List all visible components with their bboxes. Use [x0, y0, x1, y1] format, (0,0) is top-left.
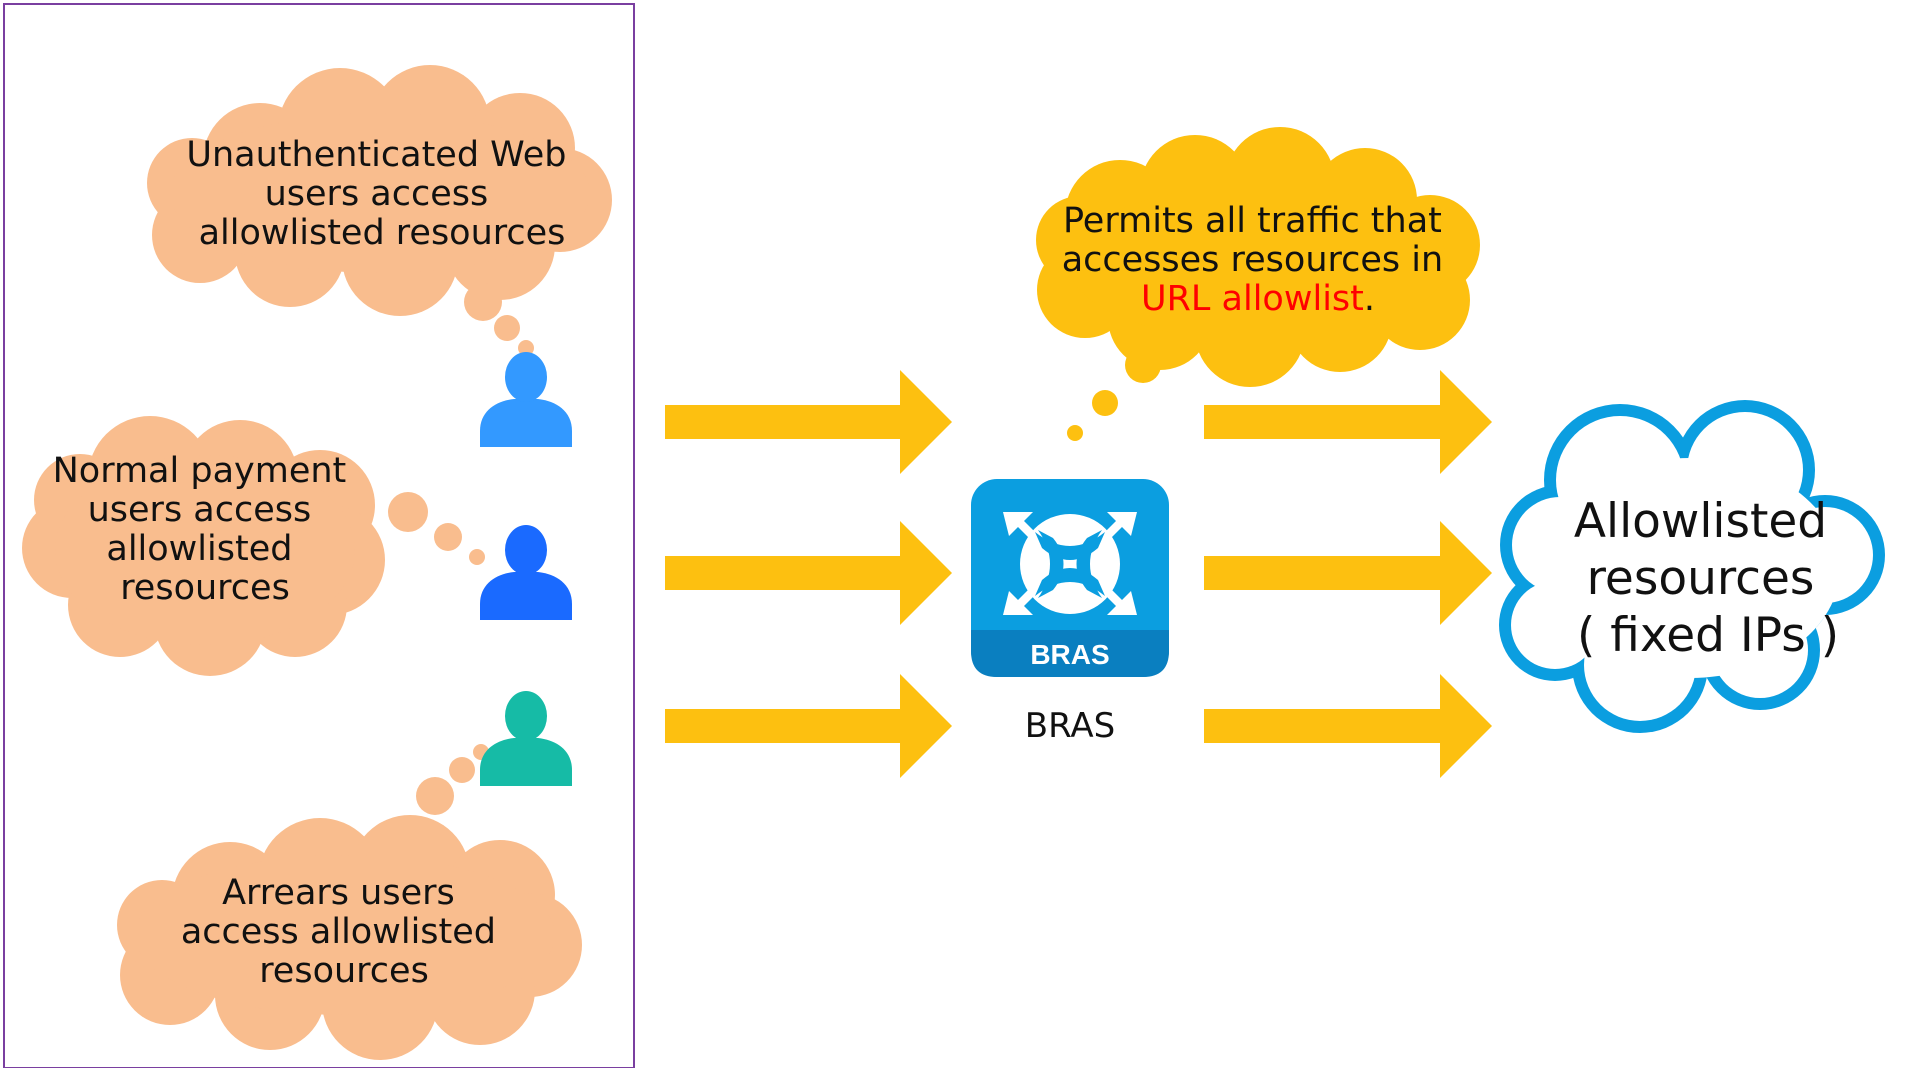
user-bubble-text-3: Arrears users access allowlisted resourc…: [181, 873, 507, 991]
url-allowlist-highlight: URL allowlist: [1141, 279, 1364, 319]
user-icon: [480, 691, 572, 786]
arrow-icon: [1204, 370, 1492, 474]
user-icon: [480, 525, 572, 620]
bras-thought-bubble: [1036, 127, 1480, 441]
bras-bubble-text: Permits all traffic that accesses resour…: [1062, 201, 1455, 319]
bras-badge: BRAS: [1030, 639, 1109, 670]
users-frame: [3, 3, 635, 1068]
bras-label: BRAS: [1025, 706, 1115, 746]
cloud-icon: [1499, 400, 1885, 733]
user-thought-bubble-1: [147, 65, 612, 356]
arrow-icon: [1204, 674, 1492, 778]
arrow-icon: [665, 370, 952, 474]
arrows-to-bras: [665, 370, 952, 778]
user-bubble-text-1: Unauthenticated Web users access allowli…: [186, 135, 577, 253]
arrow-icon: [665, 521, 952, 625]
user-thought-bubble-2: [22, 416, 485, 676]
cloud-text: Allowlisted resources ( fixed IPs ): [1574, 494, 1842, 663]
arrow-icon: [665, 674, 952, 778]
arrows-to-resources: [1204, 370, 1492, 778]
user-thought-bubble-3: [117, 744, 582, 1060]
user-bubble-text-2: Normal payment users access allowlisted …: [53, 451, 358, 608]
arrow-icon: [1204, 521, 1492, 625]
user-icon: [480, 352, 572, 447]
bras-router-icon: BRAS: [971, 479, 1169, 677]
